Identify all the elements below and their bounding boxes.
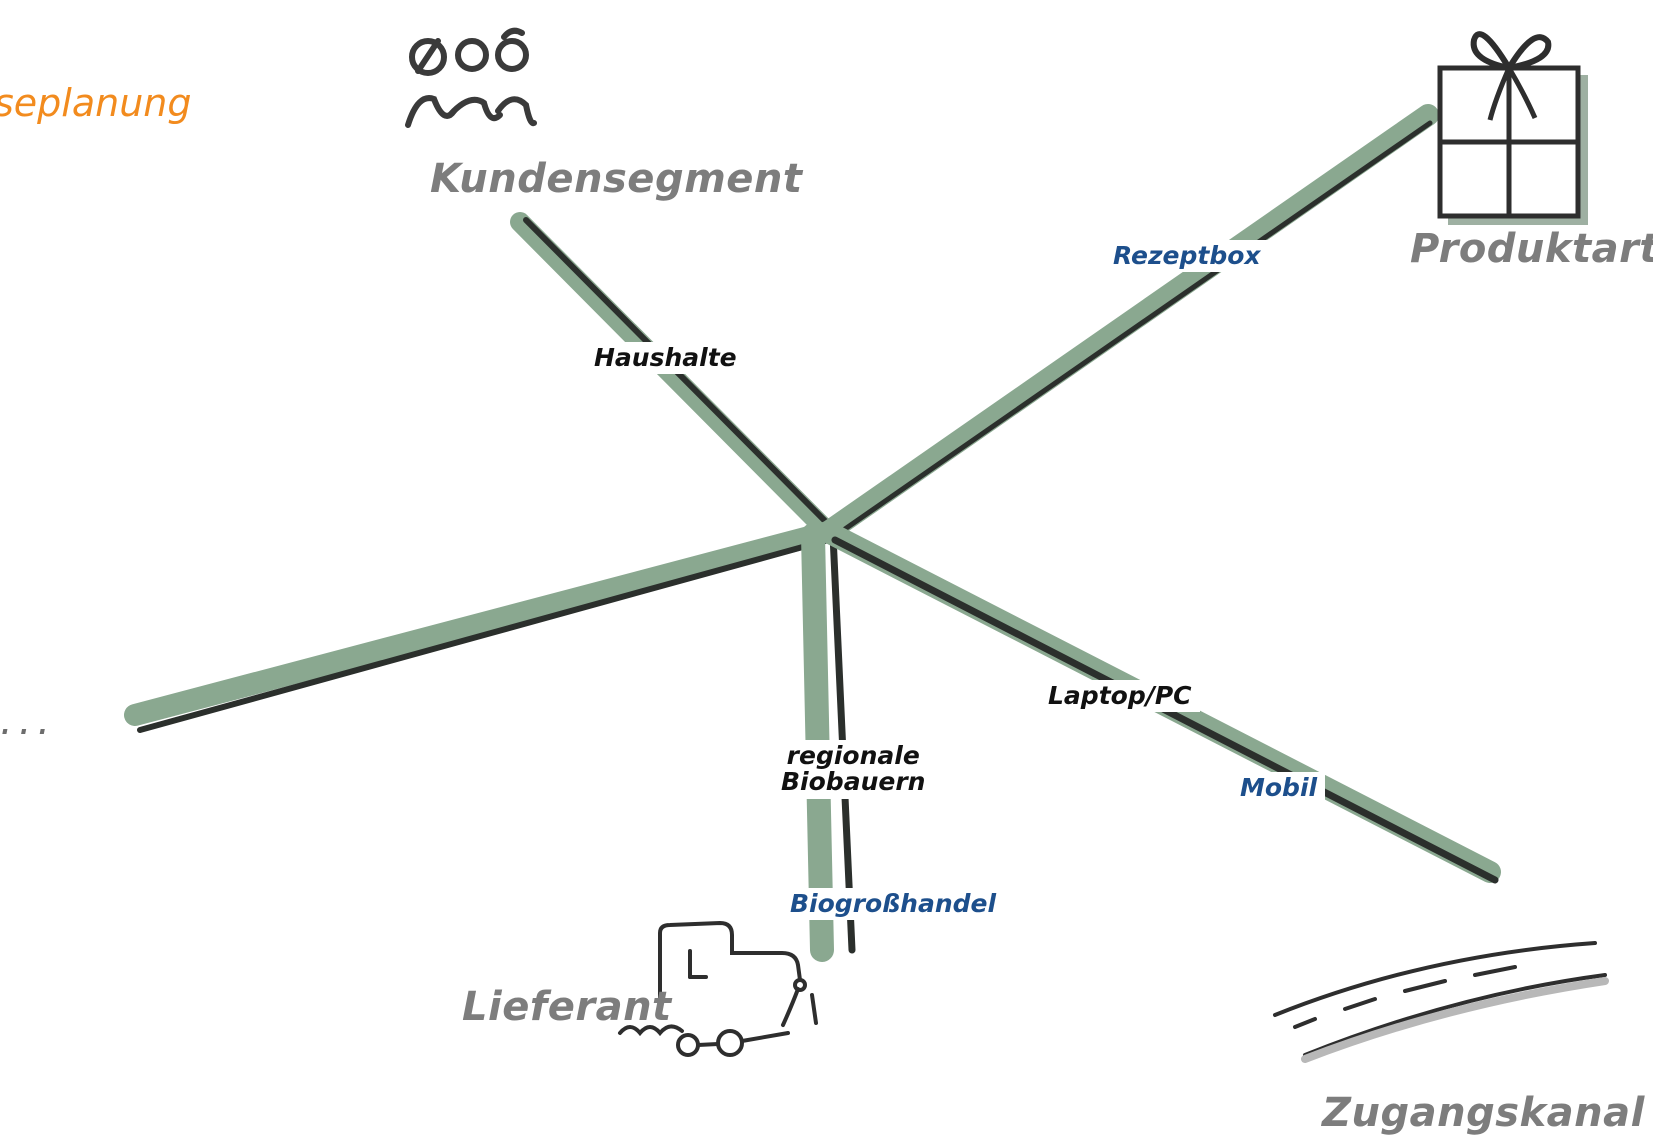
option-mobile: Mobil xyxy=(1232,772,1326,805)
category-product-type: Produktart xyxy=(1410,226,1653,272)
axis-product-type xyxy=(817,104,1439,543)
category-supplier: Lieferant xyxy=(462,984,672,1030)
option-recipe-box: Rezeptbox xyxy=(1105,240,1269,273)
category-customer-segment: Kundensegment xyxy=(430,156,803,202)
star-axes xyxy=(124,104,1501,962)
ellipsis-label: ... xyxy=(0,698,57,744)
road-icon xyxy=(1273,941,1609,1063)
people-icon xyxy=(405,27,537,128)
option-laptop-pc: Laptop/PC xyxy=(1040,680,1200,713)
axis-ellipsis xyxy=(124,521,839,733)
axis-customer-segment xyxy=(510,212,838,542)
truck-icon xyxy=(618,920,818,1057)
gift-icon xyxy=(1437,31,1588,225)
category-access-channel: Zugangskanal xyxy=(1322,1090,1645,1136)
option-households: Haushalte xyxy=(586,342,745,375)
option-regional-farmers: regionale Biobauern xyxy=(773,740,934,799)
option-wholesale: Biogroßhandel xyxy=(782,888,1005,921)
page-title: seplanung xyxy=(0,81,192,125)
